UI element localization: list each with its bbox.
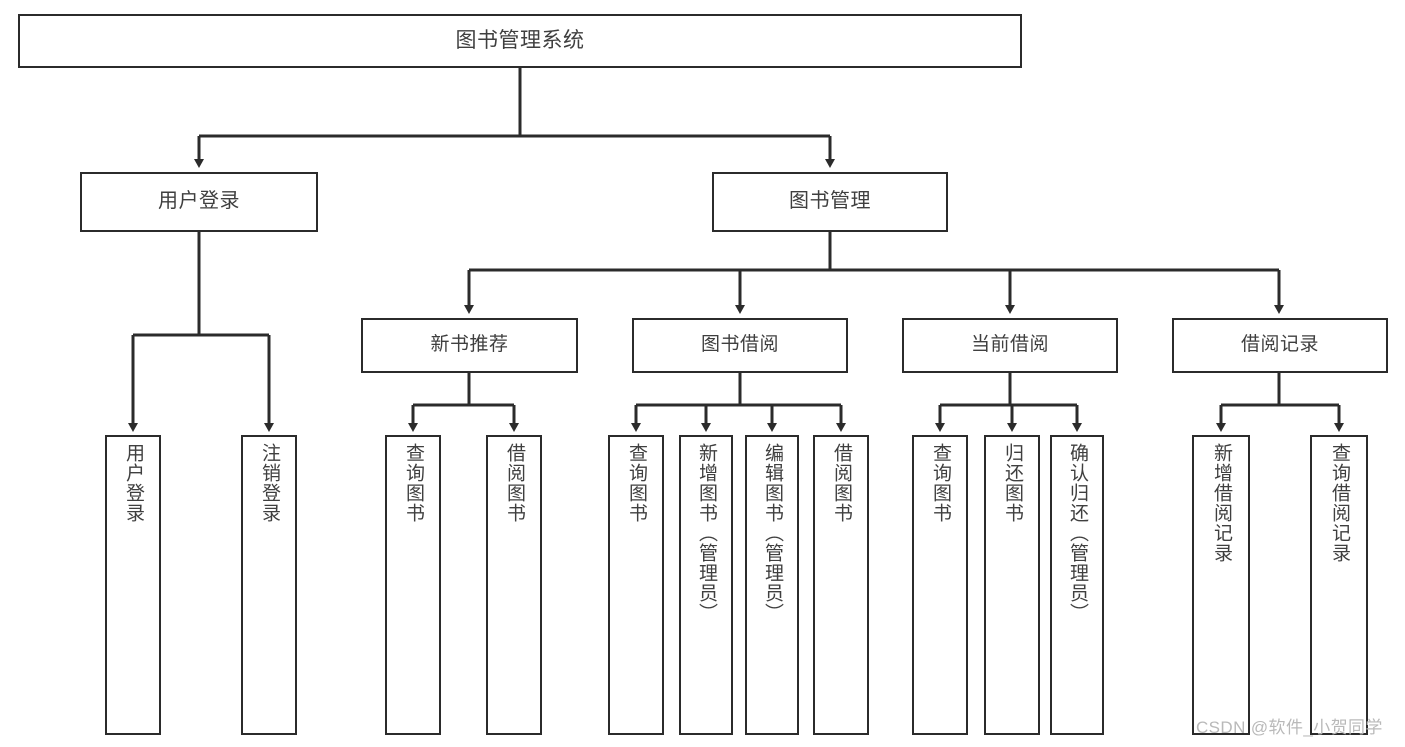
node-leaf-return-book-label: 归还图书 <box>1001 443 1023 523</box>
node-leaf-borrow-book-1[interactable]: 借阅图书 <box>486 435 542 735</box>
watermark: CSDN @软件_小贺同学 <box>1196 718 1383 737</box>
node-book-borrow-label: 图书借阅 <box>700 334 779 356</box>
node-book-management-label: 图书管理 <box>789 190 871 213</box>
node-leaf-add-record[interactable]: 新增借阅记录 <box>1192 435 1250 735</box>
node-leaf-query-book-2[interactable]: 查询图书 <box>608 435 664 735</box>
node-leaf-add-book-label: 新增图书（管理员） <box>695 443 717 623</box>
node-leaf-user-login-label: 用户登录 <box>122 443 144 523</box>
node-leaf-add-record-label: 新增借阅记录 <box>1210 443 1232 563</box>
node-new-book-recommend-label: 新书推荐 <box>430 334 509 356</box>
node-book-borrow[interactable]: 图书借阅 <box>632 318 848 373</box>
node-user-login[interactable]: 用户登录 <box>80 172 318 232</box>
node-book-management[interactable]: 图书管理 <box>712 172 948 232</box>
node-leaf-confirm-return-label: 确认归还（管理员） <box>1066 443 1088 623</box>
node-leaf-borrow-book-1-label: 借阅图书 <box>503 443 525 523</box>
node-leaf-edit-book[interactable]: 编辑图书（管理员） <box>745 435 799 735</box>
node-leaf-query-book-1-label: 查询图书 <box>402 443 424 523</box>
node-leaf-return-book[interactable]: 归还图书 <box>984 435 1040 735</box>
node-current-borrow-label: 当前借阅 <box>970 334 1049 356</box>
node-leaf-borrow-book-2-label: 借阅图书 <box>830 443 852 523</box>
node-root-label: 图书管理系统 <box>455 28 585 52</box>
node-leaf-query-book-3[interactable]: 查询图书 <box>912 435 968 735</box>
node-leaf-query-record[interactable]: 查询借阅记录 <box>1310 435 1368 735</box>
node-new-book-recommend[interactable]: 新书推荐 <box>361 318 578 373</box>
node-borrow-record[interactable]: 借阅记录 <box>1172 318 1388 373</box>
node-leaf-user-login[interactable]: 用户登录 <box>105 435 161 735</box>
node-leaf-user-logout[interactable]: 注销登录 <box>241 435 297 735</box>
node-root[interactable]: 图书管理系统 <box>18 14 1022 68</box>
node-current-borrow[interactable]: 当前借阅 <box>902 318 1118 373</box>
node-leaf-confirm-return[interactable]: 确认归还（管理员） <box>1050 435 1104 735</box>
node-borrow-record-label: 借阅记录 <box>1240 334 1319 356</box>
node-leaf-query-book-1[interactable]: 查询图书 <box>385 435 441 735</box>
node-leaf-query-book-2-label: 查询图书 <box>625 443 647 523</box>
node-user-login-label: 用户登录 <box>158 190 240 213</box>
node-leaf-query-book-3-label: 查询图书 <box>929 443 951 523</box>
node-leaf-add-book[interactable]: 新增图书（管理员） <box>679 435 733 735</box>
node-leaf-edit-book-label: 编辑图书（管理员） <box>761 443 783 623</box>
node-leaf-query-record-label: 查询借阅记录 <box>1328 443 1350 563</box>
node-leaf-borrow-book-2[interactable]: 借阅图书 <box>813 435 869 735</box>
node-leaf-user-logout-label: 注销登录 <box>258 443 280 523</box>
